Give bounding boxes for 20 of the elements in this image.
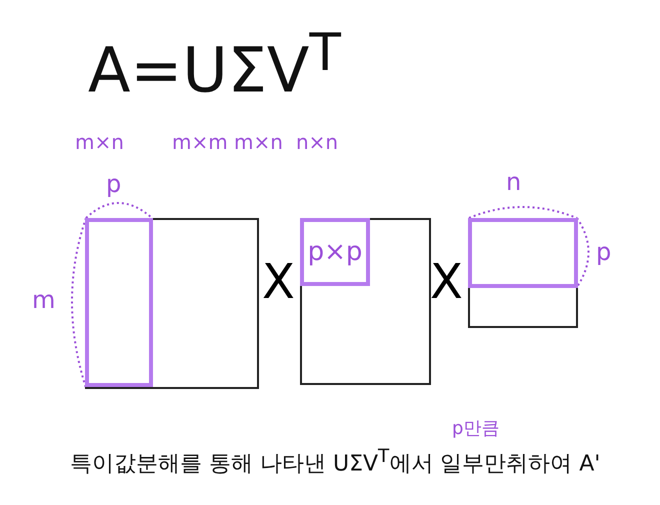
dimension-label: p xyxy=(596,240,612,264)
highlight-box xyxy=(300,218,370,286)
matrix-label: p×p xyxy=(308,237,362,267)
multiplication-sign: X xyxy=(430,258,463,306)
matrix-box xyxy=(85,218,259,389)
caption: 특이값분해를 통해 나타낸 UΣV$^{T}$에서 일부만취하여 A' xyxy=(70,448,600,476)
dimension-label: m xyxy=(32,288,56,312)
dimension-label: n xyxy=(506,170,522,194)
dimension-label: p xyxy=(106,172,122,196)
highlight-box xyxy=(85,218,153,387)
matrix-box xyxy=(300,218,431,385)
formula-title: A=UΣV$^{T}$ xyxy=(88,28,341,102)
highlight-box xyxy=(468,218,578,288)
dimension-label: m×n xyxy=(234,132,283,152)
matrix-box xyxy=(468,218,578,328)
multiplication-sign: X xyxy=(262,258,295,306)
dimension-label: m×n xyxy=(75,132,124,152)
dimension-label: n×n xyxy=(296,132,338,152)
annotation-note: p만큼 xyxy=(452,420,500,438)
dimension-label: m×m xyxy=(172,132,228,152)
